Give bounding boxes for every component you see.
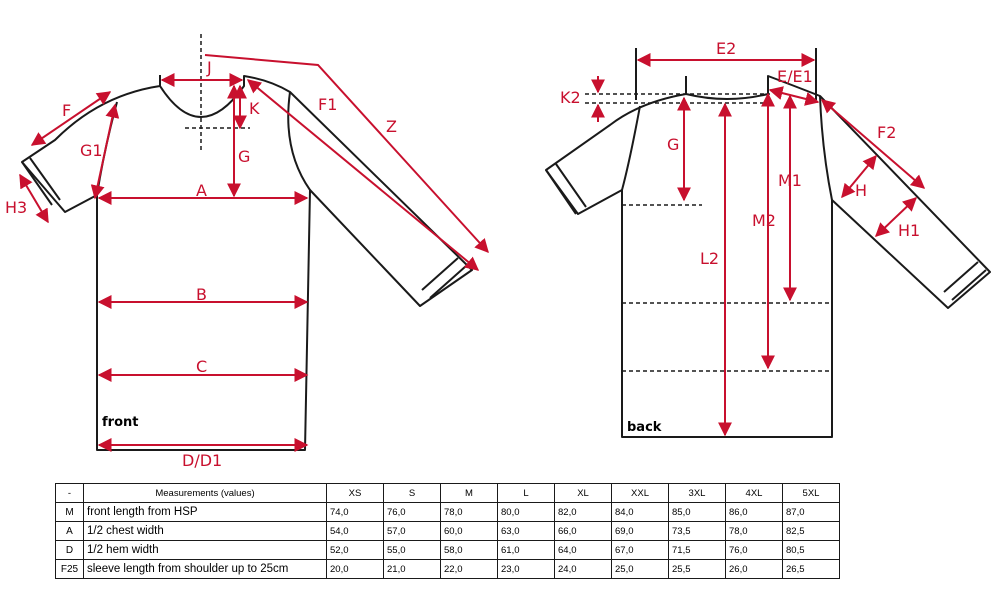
row-value: 58,0 — [440, 540, 498, 560]
back-label-e2: E2 — [716, 39, 736, 58]
row-value: 87,0 — [782, 502, 840, 522]
back-label-m2: M2 — [752, 211, 776, 230]
table-header-cell: Measurements (values) — [83, 483, 327, 503]
table-header-cell: 4XL — [725, 483, 783, 503]
front-armhole-right — [287, 91, 311, 191]
row-value: 86,0 — [725, 502, 783, 522]
table-header-cell: XS — [326, 483, 384, 503]
table-header-cell: M — [440, 483, 498, 503]
front-label-b: B — [196, 285, 207, 304]
row-value: 60,0 — [440, 521, 498, 541]
row-value: 80,0 — [497, 502, 555, 522]
row-value: 23,0 — [497, 559, 555, 579]
row-value: 82,0 — [554, 502, 612, 522]
row-value: 84,0 — [611, 502, 669, 522]
front-label-d: D/D1 — [182, 451, 222, 470]
row-value: 52,0 — [326, 540, 384, 560]
row-code: M — [55, 502, 84, 522]
front-label-f: F — [62, 101, 71, 120]
row-description: front length from HSP — [83, 502, 327, 522]
front-label-a: A — [196, 181, 207, 200]
back-cuff-right — [943, 261, 987, 301]
front-label-f1: F1 — [318, 95, 337, 114]
back-caption: back — [627, 420, 662, 435]
row-value: 26,5 — [782, 559, 840, 579]
table-row: A 1/2 chest width 54,0 57,0 60,0 63,0 66… — [55, 521, 840, 541]
row-value: 54,0 — [326, 521, 384, 541]
back-label-g: G — [667, 135, 679, 154]
table-header-cell: - — [55, 483, 84, 503]
row-value: 64,0 — [554, 540, 612, 560]
size-table: - Measurements (values) XS S M L XL XXL … — [55, 483, 840, 579]
table-header-cell: 5XL — [782, 483, 840, 503]
back-armhole-left — [621, 105, 641, 191]
front-label-h3: H3 — [5, 198, 27, 217]
row-description: 1/2 chest width — [83, 521, 327, 541]
row-value: 61,0 — [497, 540, 555, 560]
table-header-cell: 3XL — [668, 483, 726, 503]
back-label-m1: M1 — [778, 171, 802, 190]
table-row: F25 sleeve length from shoulder up to 25… — [55, 559, 840, 579]
back-cuff-left — [545, 163, 587, 215]
table-header-cell: L — [497, 483, 555, 503]
row-value: 20,0 — [326, 559, 384, 579]
front-label-g: G — [238, 147, 250, 166]
front-label-j: J — [206, 58, 212, 77]
row-value: 85,0 — [668, 502, 726, 522]
front-view: J F F1 Z G1 K G H3 A B C D/D1 front — [5, 34, 489, 470]
row-value: 57,0 — [383, 521, 441, 541]
back-label-f2: F2 — [877, 123, 896, 142]
front-label-g1: G1 — [80, 141, 103, 160]
row-description: 1/2 hem width — [83, 540, 327, 560]
row-value: 22,0 — [440, 559, 498, 579]
row-value: 21,0 — [383, 559, 441, 579]
row-value: 78,0 — [725, 521, 783, 541]
row-value: 76,0 — [725, 540, 783, 560]
row-value: 71,5 — [668, 540, 726, 560]
back-view: E2 E/E1 K2 G F2 M1 H H1 M2 L2 back — [545, 39, 991, 438]
row-description: sleeve length from shoulder up to 25cm — [83, 559, 327, 579]
row-value: 74,0 — [326, 502, 384, 522]
table-header-row: - Measurements (values) XS S M L XL XXL … — [55, 483, 840, 503]
table-header-cell: XL — [554, 483, 612, 503]
row-value: 55,0 — [383, 540, 441, 560]
back-label-h1: H1 — [898, 221, 920, 240]
back-armhole-right — [819, 95, 833, 201]
back-label-e-e1: E/E1 — [777, 67, 813, 86]
row-value: 25,0 — [611, 559, 669, 579]
row-code: F25 — [55, 559, 84, 579]
table-row: M front length from HSP 74,0 76,0 78,0 8… — [55, 502, 840, 522]
garment-diagram: J F F1 Z G1 K G H3 A B C D/D1 front — [5, 34, 991, 470]
row-code: D — [55, 540, 84, 560]
back-label-l2: L2 — [700, 249, 719, 268]
row-value: 80,5 — [782, 540, 840, 560]
front-label-z: Z — [386, 117, 397, 136]
front-caption: front — [102, 415, 138, 430]
front-outline — [21, 75, 473, 451]
row-value: 26,0 — [725, 559, 783, 579]
front-label-k: K — [249, 99, 260, 118]
table-header-cell: S — [383, 483, 441, 503]
table-row: D 1/2 hem width 52,0 55,0 58,0 61,0 64,0… — [55, 540, 840, 560]
front-label-c: C — [196, 357, 207, 376]
row-value: 63,0 — [497, 521, 555, 541]
row-value: 66,0 — [554, 521, 612, 541]
row-value: 67,0 — [611, 540, 669, 560]
row-value: 25,5 — [668, 559, 726, 579]
row-value: 73,5 — [668, 521, 726, 541]
row-value: 76,0 — [383, 502, 441, 522]
row-value: 78,0 — [440, 502, 498, 522]
row-value: 82,5 — [782, 521, 840, 541]
row-code: A — [55, 521, 84, 541]
table-header-cell: XXL — [611, 483, 669, 503]
row-value: 69,0 — [611, 521, 669, 541]
front-cuff-left — [21, 157, 61, 206]
row-value: 24,0 — [554, 559, 612, 579]
back-label-k2: K2 — [560, 88, 581, 107]
back-label-h: H — [855, 181, 867, 200]
